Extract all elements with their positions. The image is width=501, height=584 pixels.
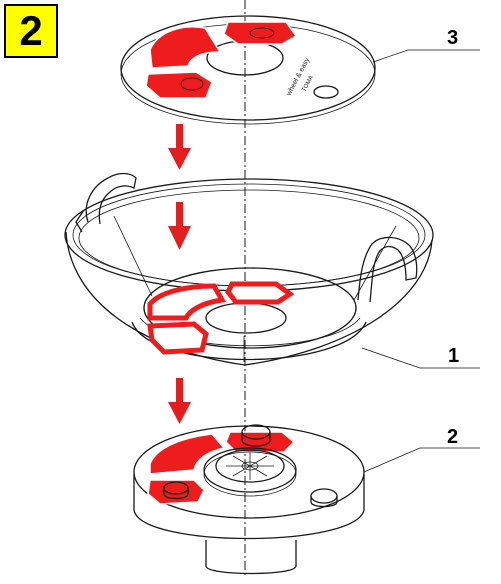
bowl-body [65,231,433,366]
base-pad-bottom [147,479,205,505]
part-1-bowl [64,172,434,366]
bowl-pad-bottom [147,321,209,355]
disc-outline [120,15,376,121]
bowl-rim-groove [78,189,420,287]
disc-brand-subtext: TOMA [301,75,314,93]
base-hub-spokes [226,452,274,480]
part-2-base [133,424,365,575]
bowl-wall-line-right [353,225,397,301]
bowl-pad-top [225,281,295,305]
disc-pad-bottom [145,71,213,99]
bowl-handle-left [85,172,137,225]
base-pad-top [225,431,296,453]
base-stem [205,540,297,575]
step-number: 2 [19,7,43,54]
callout-1: 1 [361,345,480,369]
bowl-handle-left-clip [75,209,85,233]
callout-2-leader [363,447,480,473]
bowl-center-hole [205,302,287,334]
callout-3-label: 3 [447,27,458,49]
callout-3: 3 [372,27,480,63]
callout-1-leader [361,347,480,369]
bowl-pad-left [147,283,226,321]
callout-2: 2 [363,426,480,473]
disc-small-hole [313,85,339,99]
bowl-floor [143,267,357,349]
callout-2-label: 2 [447,426,458,448]
callout-1-label: 1 [448,345,459,367]
disc-pad-top-hole [249,27,275,39]
base-hub [203,447,297,493]
down-arrow-icon [168,202,191,250]
down-arrow-icon [168,378,191,424]
callout-3-leader [372,49,480,63]
bowl-rim-outer [64,178,434,292]
step-number-badge: 2 [4,4,58,58]
disc-pad-bottom-hole [180,77,204,91]
disc-pad-left [149,26,222,69]
down-arrow-icon [168,124,191,170]
base-pad-left [149,433,226,475]
base-boss-right [310,488,338,504]
bowl-handle-right [357,236,418,303]
part-3-cover-disc: wheel & easy TOMA [120,15,376,125]
bowl-bottom [131,321,367,361]
base-side [133,474,365,540]
disc-pad-top [223,21,298,45]
base-hub-inner [215,449,285,483]
bowl-wall-line-left [113,215,153,297]
